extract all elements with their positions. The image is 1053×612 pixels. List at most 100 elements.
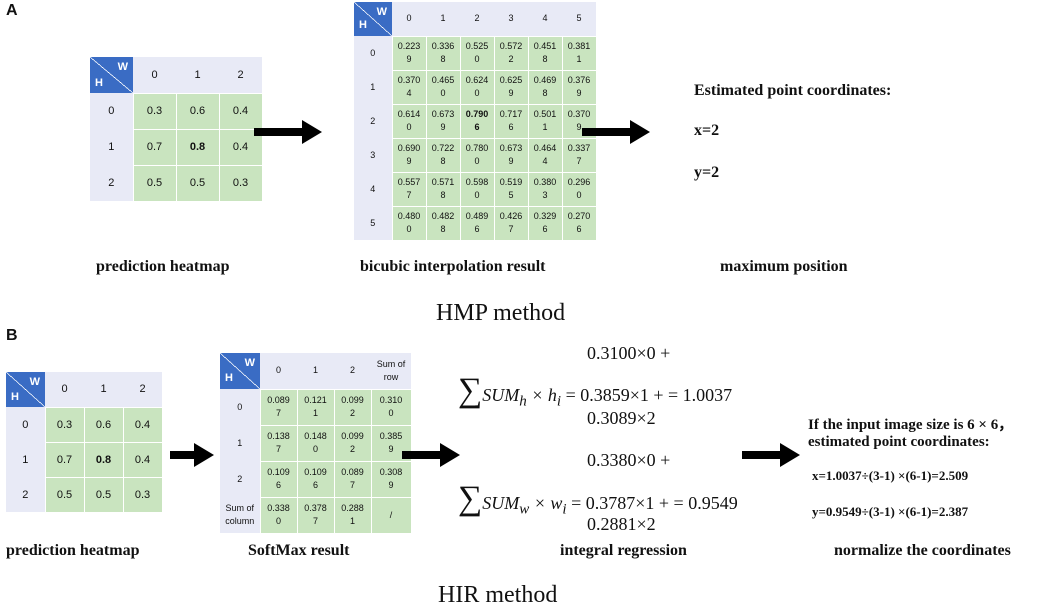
table-cell: 0.099 2 [333, 388, 372, 426]
row-header: 2 [90, 165, 133, 201]
heatmap-cell: 0.4 [218, 92, 263, 130]
table-cell: 0.557 7 [391, 171, 427, 207]
heatmap-cell: 0.5 [83, 476, 124, 513]
heatmap-cell: 0.3 [122, 476, 163, 513]
row-header: 2 [220, 461, 260, 497]
eq-h-main: ∑SUMh × hi = 0.3859×1 + = 1.0037 [458, 372, 733, 410]
heatmap-cell: 0.5 [44, 476, 85, 513]
col-header: 2 [460, 2, 494, 36]
eq-w-main: ∑SUMw × wi = 0.3787×1 + = 0.9549 [458, 480, 738, 518]
col-header: 1 [297, 353, 334, 389]
heatmap-cell: 0.4 [122, 406, 163, 443]
heatmap-cell: 0.3 [44, 406, 85, 443]
table-cell: 0.370 4 [391, 69, 427, 105]
table-cell: 0.288 1 [333, 496, 372, 534]
b-caption-normalize: normalize the coordinates [834, 542, 1011, 559]
table-cell: 0.598 0 [459, 171, 495, 207]
table-cell: 0.089 7 [259, 388, 298, 426]
table-cell: 0.380 3 [527, 171, 563, 207]
col-header: 2 [219, 57, 262, 93]
row-header: 1 [354, 70, 392, 104]
b-result-line1: If the input image size is 6 × 6， [808, 417, 1014, 433]
row-header: 4 [354, 172, 392, 206]
table-cell: 0.109 6 [259, 460, 298, 498]
a-caption-interp: bicubic interpolation result [360, 258, 546, 275]
eq-w-top: 0.3380×0 + [587, 450, 671, 470]
table-cell: 0.338 0 [259, 496, 298, 534]
table-cell: 0.310 0 [370, 388, 412, 426]
table-cell: 0.451 8 [527, 35, 563, 71]
heatmap-cell: 0.3 [132, 92, 177, 130]
table-cell: 0.624 0 [459, 69, 495, 105]
col-header: 0 [392, 2, 426, 36]
heatmap-cell: 0.5 [175, 164, 220, 202]
table-cell: 0.426 7 [493, 205, 529, 241]
table-cell: 0.625 9 [493, 69, 529, 105]
row-header: 0 [354, 36, 392, 70]
table-cell-max: 0.790 6 [459, 103, 495, 139]
table-cell: 0.572 2 [493, 35, 529, 71]
table-cell: 0.489 6 [459, 205, 495, 241]
table-cell: 0.109 6 [296, 460, 335, 498]
row-header: 2 [354, 104, 392, 138]
b-caption-softmax: SoftMax result [248, 542, 350, 559]
table-cell: 0.337 7 [561, 137, 597, 173]
table-cell: 0.464 4 [527, 137, 563, 173]
table-cell: 0.089 7 [333, 460, 372, 498]
row-header: 0 [220, 389, 260, 425]
row-header: Sum of column [220, 497, 260, 533]
col-header: 5 [562, 2, 596, 36]
sigma-icon: ∑ [458, 480, 483, 517]
a-result-y: y=2 [694, 164, 720, 181]
b-caption-integral: integral regression [560, 542, 687, 559]
col-header: 1 [426, 2, 460, 36]
b-result-x: x=1.0037÷(3-1) ×(6-1)=2.509 [812, 468, 969, 483]
a-method-title: HMP method [436, 300, 566, 326]
heatmap-cell-max: 0.8 [175, 128, 220, 166]
row-header: 0 [6, 407, 45, 442]
col-header: 2 [123, 372, 162, 407]
row-header: 3 [354, 138, 392, 172]
a-caption-heatmap: prediction heatmap [96, 258, 230, 275]
table-cell: 0.223 9 [391, 35, 427, 71]
table-cell: 0.465 0 [425, 69, 461, 105]
table-cell: 0.469 8 [527, 69, 563, 105]
col-header: Sum of row [371, 353, 411, 389]
table-cell: 0.296 0 [561, 171, 597, 207]
table-cell: 0.148 0 [296, 424, 335, 462]
a-caption-max: maximum position [720, 258, 848, 275]
table-cell: 0.376 9 [561, 69, 597, 105]
heatmap-cell: 0.7 [132, 128, 177, 166]
table-cell: 0.614 0 [391, 103, 427, 139]
table-cell: 0.722 8 [425, 137, 461, 173]
row-header: 5 [354, 206, 392, 240]
heatmap-cell: 0.6 [175, 92, 220, 130]
b-result-line2: estimated point coordinates: [808, 434, 990, 450]
table-cell: 0.673 9 [425, 103, 461, 139]
a-result-title: Estimated point coordinates: [694, 82, 892, 99]
table-cell: 0.270 6 [561, 205, 597, 241]
a-result-x: x=2 [694, 122, 720, 139]
table-cell: 0.780 0 [459, 137, 495, 173]
b-caption-heatmap: prediction heatmap [6, 542, 140, 559]
eq-h-bottom: 0.3089×2 [587, 408, 656, 428]
table-cell: 0.336 8 [425, 35, 461, 71]
col-header: 0 [133, 57, 176, 93]
table-cell: 0.099 2 [333, 424, 372, 462]
table-cell: 0.121 1 [296, 388, 335, 426]
row-header: 0 [90, 93, 133, 129]
table-cell: 0.378 7 [296, 496, 335, 534]
b-method-title: HIR method [438, 582, 558, 608]
table-cell: 0.329 6 [527, 205, 563, 241]
row-header: 1 [90, 129, 133, 165]
table-cell: 0.480 0 [391, 205, 427, 241]
row-header: 1 [220, 425, 260, 461]
heatmap-cell: 0.3 [218, 164, 263, 202]
